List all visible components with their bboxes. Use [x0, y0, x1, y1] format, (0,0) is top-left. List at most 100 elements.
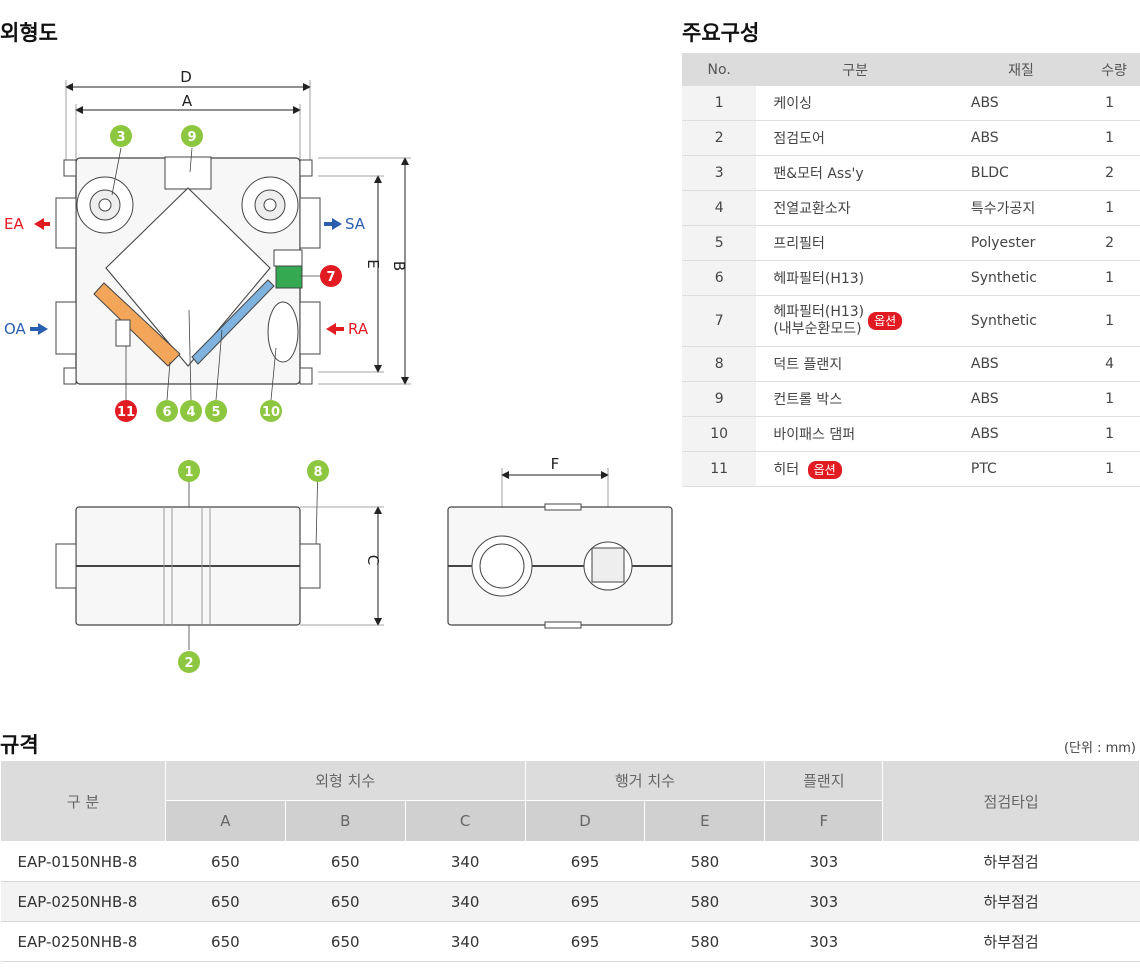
- spec-row: EAP-0250NHB-8 650 650 340 695 580 303 하부…: [0, 921, 1140, 962]
- col-inspection: 점검타입: [882, 760, 1140, 842]
- airflow-labels: EA SA OA RA: [4, 215, 369, 338]
- spec-row: EAP-0150NHB-8 650 650 340 695 580 303 하부…: [0, 841, 1140, 882]
- air-label-ra: RA: [348, 320, 369, 338]
- svg-text:6: 6: [162, 405, 171, 420]
- component-qty: 2: [1088, 155, 1140, 191]
- svg-text:10: 10: [262, 405, 280, 420]
- component-name: 컨트롤 박스: [756, 381, 954, 417]
- spec-model: EAP-0250NHB-8: [0, 881, 166, 922]
- component-no: 10: [682, 416, 757, 452]
- component-material: ABS: [953, 381, 1089, 417]
- col-category: 구분: [756, 53, 954, 86]
- col-no: No.: [682, 53, 757, 86]
- component-no: 11: [682, 451, 757, 487]
- component-name: 전열교환소자: [756, 190, 954, 226]
- badge-6: 6: [156, 400, 178, 422]
- col-f: F: [764, 800, 884, 842]
- dim-label-a: A: [182, 92, 193, 110]
- component-material: Polyester: [953, 225, 1089, 261]
- dim-label-f: F: [551, 455, 560, 473]
- component-material: Synthetic: [953, 295, 1089, 347]
- component-material: PTC: [953, 451, 1089, 487]
- top-view: [55, 156, 321, 385]
- component-row: 5 프리필터 Polyester 2: [682, 225, 1140, 261]
- component-name: 덕트 플랜지: [756, 346, 954, 382]
- component-no: 1: [682, 86, 757, 121]
- component-row: 8 덕트 플랜지 ABS 4: [682, 346, 1140, 382]
- specs-table: 구 분 외형 치수 행거 치수 플랜지 점검타입 A B C D E F EAP…: [0, 760, 1140, 962]
- dim-label-d: D: [180, 68, 192, 86]
- col-material: 재질: [953, 53, 1089, 86]
- component-name: 점검도어: [756, 120, 954, 156]
- spec-a: 650: [165, 921, 286, 962]
- component-no: 9: [682, 381, 757, 417]
- dimension-b: B: [318, 157, 411, 385]
- spec-f: 303: [764, 881, 883, 922]
- component-no: 4: [682, 190, 757, 226]
- spec-f: 303: [764, 841, 883, 882]
- component-name: 팬&모터 Ass'y: [756, 155, 954, 191]
- end-view: F: [447, 455, 673, 629]
- component-row: 10 바이패스 댐퍼 ABS 1: [682, 416, 1140, 452]
- component-no: 5: [682, 225, 757, 261]
- svg-text:8: 8: [313, 465, 322, 480]
- col-category: 구 분: [0, 760, 166, 842]
- col-group-outer: 외형 치수: [164, 760, 526, 801]
- spec-model: EAP-0150NHB-8: [0, 841, 166, 882]
- component-row: 9 컨트롤 박스 ABS 1: [682, 381, 1140, 417]
- air-label-sa: SA: [345, 215, 366, 233]
- component-qty: 1: [1088, 86, 1140, 121]
- dim-label-b: B: [390, 261, 408, 271]
- side-view: C: [55, 506, 384, 626]
- spec-b: 650: [285, 921, 406, 962]
- badge-8: 8: [307, 460, 329, 482]
- spec-a: 650: [165, 841, 286, 882]
- component-name: 케이싱: [756, 86, 954, 121]
- badge-7: 7: [320, 265, 342, 287]
- dim-label-e: E: [364, 259, 382, 268]
- component-row: 1 케이싱 ABS 1: [682, 86, 1140, 121]
- svg-text:11: 11: [117, 405, 135, 420]
- component-name: 프리필터: [756, 225, 954, 261]
- component-name: 헤파필터(H13): [756, 260, 954, 296]
- component-material: ABS: [953, 86, 1089, 121]
- component-no: 6: [682, 260, 757, 296]
- unit-note: (단위 : mm): [1063, 741, 1136, 756]
- component-row: 2 점검도어 ABS 1: [682, 120, 1140, 156]
- spec-a: 650: [165, 881, 286, 922]
- component-name: 히터: [773, 462, 800, 478]
- col-qty: 수량: [1088, 53, 1140, 86]
- component-qty: 1: [1088, 451, 1140, 487]
- dimension-a: A: [75, 92, 301, 160]
- air-label-oa: OA: [4, 320, 27, 338]
- components-table: No. 구분 재질 수량 1 케이싱 ABS 1 2 점검도어 ABS 1 3 …: [682, 53, 1140, 487]
- option-badge: 옵션: [868, 312, 903, 330]
- spec-f: 303: [764, 921, 883, 962]
- spec-type: 하부점검: [882, 881, 1140, 922]
- svg-text:9: 9: [187, 130, 196, 145]
- component-no: 3: [682, 155, 757, 191]
- col-b: B: [284, 800, 406, 842]
- svg-text:5: 5: [211, 405, 220, 420]
- spec-d: 695: [525, 841, 645, 882]
- component-qty: 1: [1088, 416, 1140, 452]
- spec-model: EAP-0250NHB-8: [0, 921, 166, 962]
- outline-diagram: D A E B: [4, 68, 673, 673]
- col-group-flange: 플랜지: [764, 760, 884, 801]
- col-a: A: [164, 800, 286, 842]
- dimension-d: D: [65, 68, 311, 160]
- component-qty: 4: [1088, 346, 1140, 382]
- spec-d: 695: [525, 881, 645, 922]
- badge-3: 3: [110, 125, 132, 147]
- component-row: 3 팬&모터 Ass'y BLDC 2: [682, 155, 1140, 191]
- svg-text:2: 2: [184, 656, 193, 671]
- col-group-hanger: 행거 치수: [524, 760, 766, 801]
- badge-1: 1: [178, 460, 200, 482]
- svg-text:7: 7: [326, 270, 335, 285]
- component-qty: 1: [1088, 381, 1140, 417]
- component-material: BLDC: [953, 155, 1089, 191]
- svg-text:1: 1: [184, 465, 193, 480]
- col-c: C: [404, 800, 526, 842]
- badge-11: 11: [115, 400, 137, 422]
- svg-text:3: 3: [116, 130, 125, 145]
